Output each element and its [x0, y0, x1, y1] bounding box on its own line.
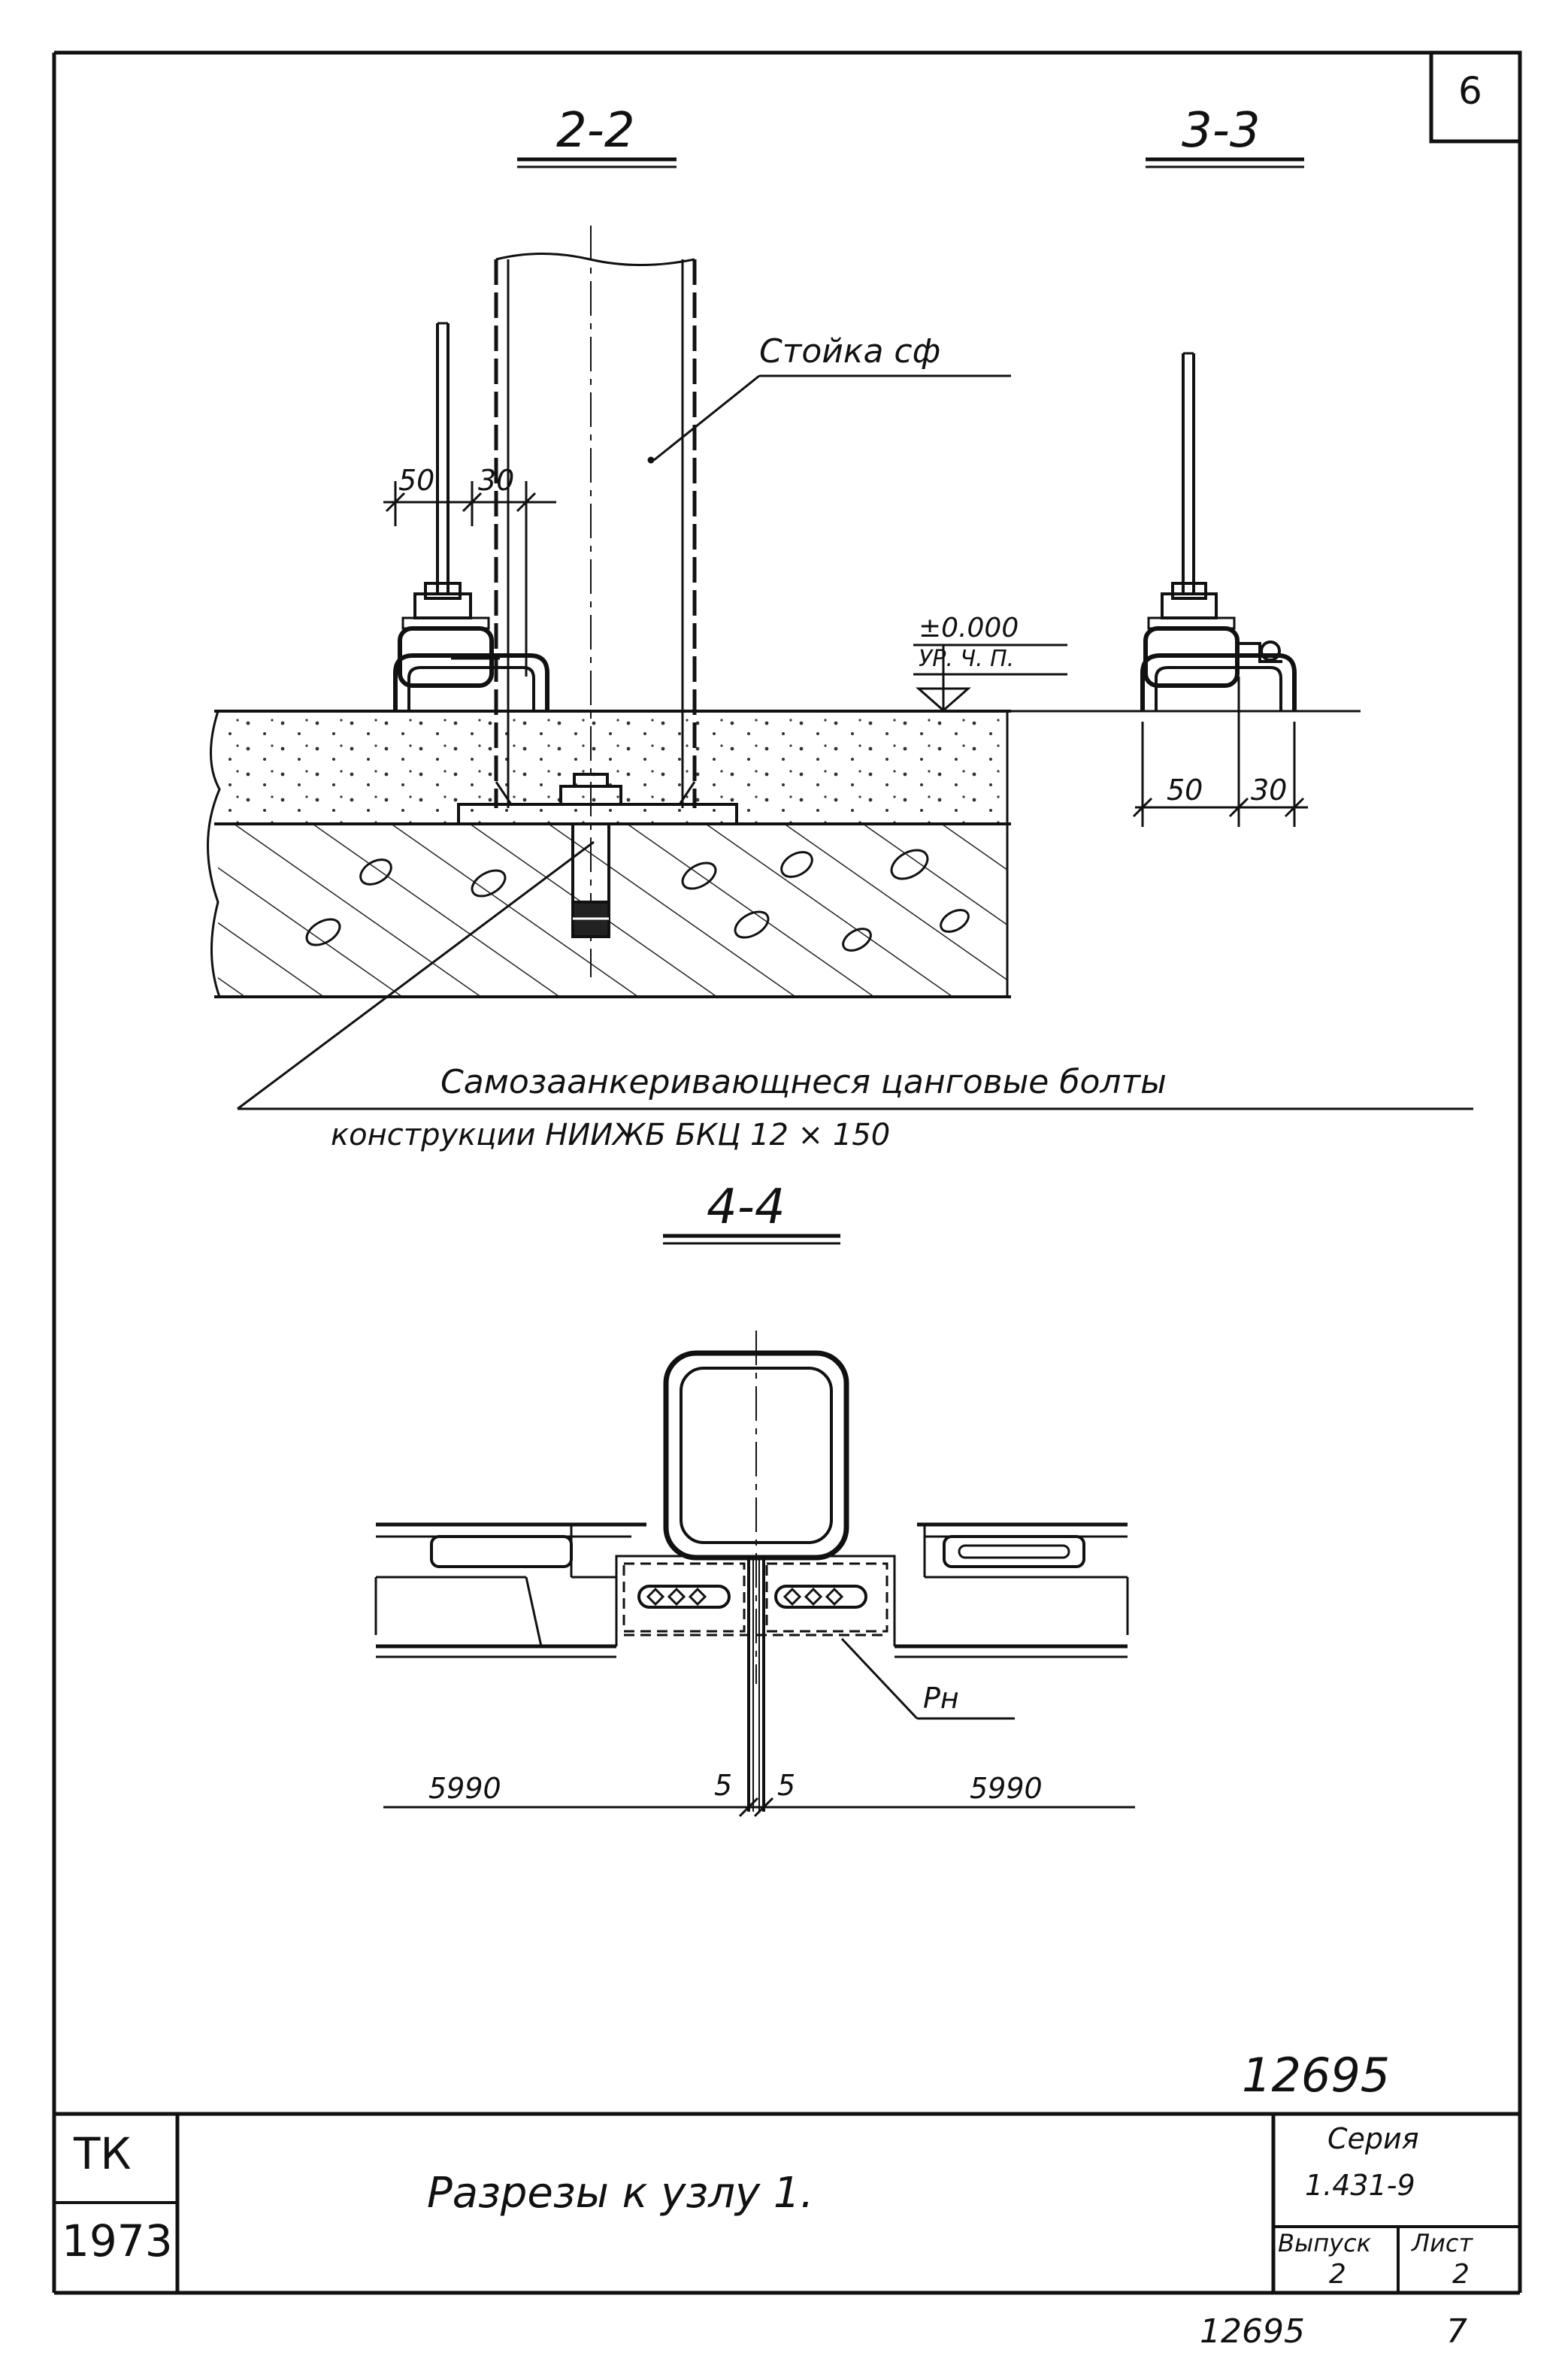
dim-5-right: 5 [777, 1769, 796, 1802]
section-4-4-drawing [374, 1234, 1135, 1818]
dim-5-left: 5 [714, 1769, 733, 1802]
sheet-value: 2 [1452, 2259, 1470, 2290]
dim-50-section-3-3: 50 [1167, 774, 1203, 807]
document-number: 12695 [1242, 2048, 1391, 2103]
drawing-title: Разрезы к узлу 1. [427, 2169, 814, 2218]
section-3-3-drawing [1132, 157, 1308, 827]
level-name: УР. Ч. П. [919, 646, 1015, 672]
section-2-2-drawing [207, 157, 1473, 1110]
sheet-label: Лист [1412, 2229, 1473, 2257]
sheet-number: 6 [1458, 69, 1482, 113]
title-block-lines [54, 2112, 1520, 2293]
series-value: 1.431-9 [1305, 2169, 1415, 2202]
dim-30-section-3-3: 30 [1251, 774, 1288, 807]
bolt-note-line-1: Самозаанкеривающнеся цанговые болты [440, 1063, 1167, 1101]
series-label: Серия [1327, 2122, 1419, 2155]
post-label: Стойка сф [759, 332, 941, 371]
org-code: ТК [74, 2128, 132, 2179]
level-mark: ±0.000 [919, 613, 1019, 643]
dim-5990-left: 5990 [428, 1772, 501, 1805]
dim-5990-right: 5990 [970, 1772, 1043, 1805]
bolt-note-line-2: конструкции НИИЖБ БКЦ 12 × 150 [331, 1118, 891, 1152]
section-title-2-2: 2-2 [556, 103, 635, 159]
rn-label: Рн [923, 1682, 959, 1715]
dim-30-section-2-2: 30 [478, 464, 515, 497]
section-title-4-4: 4-4 [707, 1179, 786, 1235]
year: 1973 [62, 2215, 173, 2266]
bottom-number: 12695 [1200, 2312, 1305, 2351]
issue-label: Выпуск [1278, 2229, 1371, 2257]
bottom-page: 7 [1446, 2312, 1467, 2351]
issue-value: 2 [1329, 2259, 1346, 2290]
dim-50-section-2-2: 50 [398, 464, 435, 497]
section-title-3-3: 3-3 [1182, 103, 1261, 159]
sheet-frame [52, 50, 1522, 2295]
